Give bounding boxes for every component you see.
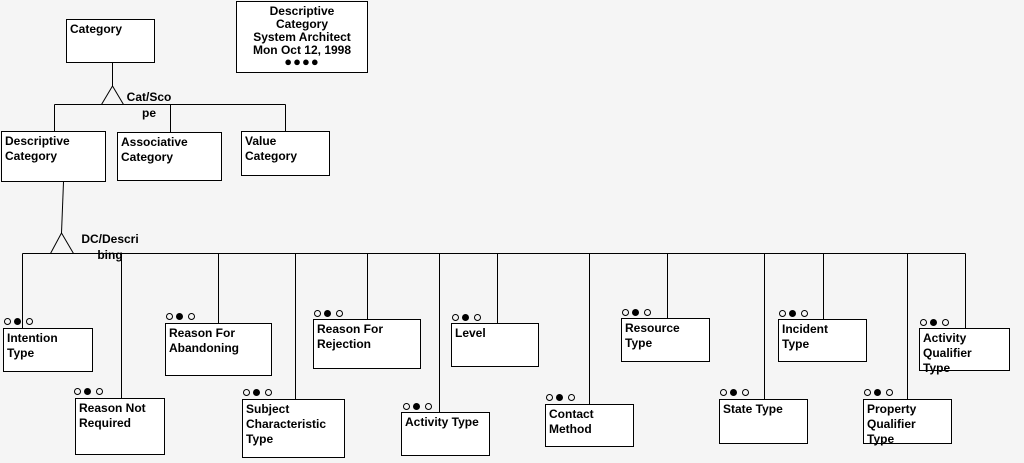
open-circle-icon xyxy=(188,313,195,320)
open-circle-icon xyxy=(314,310,321,317)
entity-box-activity-qualifier-type[interactable]: Activity Qualifier Type xyxy=(919,328,1010,375)
entity-box-reason-not-required[interactable]: Reason Not Required xyxy=(75,398,165,455)
open-circle-icon xyxy=(452,314,459,321)
cardinality-markers xyxy=(166,313,198,321)
open-circle-icon xyxy=(942,319,949,326)
entity-label: Value Category xyxy=(245,134,298,163)
open-circle-icon xyxy=(26,318,33,325)
entity-box-activity-type[interactable]: Activity Type xyxy=(401,412,490,456)
open-circle-icon xyxy=(920,319,927,326)
entity-label: Descriptive Category xyxy=(5,134,70,163)
entity-label: Resource Type xyxy=(625,321,680,350)
entity-box-resource-type[interactable]: Resource Type xyxy=(621,318,710,362)
cardinality-markers xyxy=(622,309,654,317)
cardinality-markers xyxy=(920,319,952,327)
cardinality-markers xyxy=(452,314,484,322)
diagram-title-block: Descriptive Category System Architect Mo… xyxy=(236,1,368,73)
open-circle-icon xyxy=(644,309,651,316)
entity-label: Associative Category xyxy=(121,135,188,164)
filled-circle-icon xyxy=(84,388,91,395)
filled-circle-icon xyxy=(930,319,937,326)
entity-label: Incident Type xyxy=(782,322,829,351)
open-circle-icon xyxy=(546,394,553,401)
entity-label: Subject Characteristic Type xyxy=(246,402,327,446)
cardinality-markers xyxy=(403,403,435,411)
open-circle-icon xyxy=(801,310,808,317)
subtype-triangle-icon xyxy=(49,231,75,254)
entity-box-intention-type[interactable]: Intention Type xyxy=(3,328,93,372)
cardinality-markers xyxy=(720,389,752,397)
entity-box-reason-for-rejection[interactable]: Reason For Rejection xyxy=(313,319,421,369)
open-circle-icon xyxy=(243,389,250,396)
cardinality-markers xyxy=(546,394,578,402)
diagram-title-text: Descriptive Category System Architect Mo… xyxy=(252,4,352,57)
filled-circle-icon xyxy=(413,403,420,410)
filled-circle-icon xyxy=(14,318,21,325)
cardinality-markers xyxy=(4,318,36,326)
entity-box-subject-characteristic-type[interactable]: Subject Characteristic Type xyxy=(242,399,345,458)
entity-label: Activity Type xyxy=(405,415,479,429)
entity-box-contact-method[interactable]: Contact Method xyxy=(545,404,634,447)
open-circle-icon xyxy=(622,309,629,316)
entity-label: Category xyxy=(70,22,123,36)
cardinality-markers xyxy=(243,389,275,397)
cardinality-markers xyxy=(864,389,896,397)
entity-label: Contact Method xyxy=(549,407,594,436)
entity-box-reason-for-abandoning[interactable]: Reason For Abandoning xyxy=(165,323,272,376)
title-dots-icon: ●●●● xyxy=(284,54,320,69)
relationship-label-dc-describing: DC/Descri bing xyxy=(81,232,139,262)
entity-label: Level xyxy=(455,326,486,340)
filled-circle-icon xyxy=(462,314,469,321)
open-circle-icon xyxy=(403,403,410,410)
open-circle-icon xyxy=(474,314,481,321)
entity-box-property-qualifier-type[interactable]: Property Qualifier Type xyxy=(863,399,952,446)
filled-circle-icon xyxy=(556,394,563,401)
filled-circle-icon xyxy=(874,389,881,396)
filled-circle-icon xyxy=(632,309,639,316)
open-circle-icon xyxy=(74,388,81,395)
entity-label: Activity Qualifier Type xyxy=(923,331,972,375)
open-circle-icon xyxy=(779,310,786,317)
entity-label: Reason For Rejection xyxy=(317,322,384,351)
entity-box-category[interactable]: Category xyxy=(66,19,155,63)
entity-box-descriptive-category[interactable]: Descriptive Category xyxy=(1,131,106,182)
cardinality-markers xyxy=(779,310,811,318)
open-circle-icon xyxy=(425,403,432,410)
cardinality-markers xyxy=(314,310,346,318)
open-circle-icon xyxy=(4,318,11,325)
entity-box-level[interactable]: Level xyxy=(451,323,539,367)
open-circle-icon xyxy=(720,389,727,396)
entity-box-associative-category[interactable]: Associative Category xyxy=(117,132,222,181)
entity-label: Reason For Abandoning xyxy=(169,326,239,355)
entity-label: Property Qualifier Type xyxy=(867,402,917,446)
filled-circle-icon xyxy=(730,389,737,396)
entity-box-incident-type[interactable]: Incident Type xyxy=(778,319,867,362)
filled-circle-icon xyxy=(176,313,183,320)
open-circle-icon xyxy=(96,388,103,395)
cardinality-markers xyxy=(74,388,106,396)
filled-circle-icon xyxy=(324,310,331,317)
relationship-label-cat-scope: Cat/Sco pe xyxy=(126,90,172,120)
entity-box-state-type[interactable]: State Type xyxy=(719,399,808,444)
open-circle-icon xyxy=(886,389,893,396)
open-circle-icon xyxy=(166,313,173,320)
filled-circle-icon xyxy=(253,389,260,396)
entity-label: Intention Type xyxy=(7,331,58,360)
open-circle-icon xyxy=(265,389,272,396)
entity-box-value-category[interactable]: Value Category xyxy=(241,131,330,176)
open-circle-icon xyxy=(336,310,343,317)
open-circle-icon xyxy=(568,394,575,401)
filled-circle-icon xyxy=(789,310,796,317)
open-circle-icon xyxy=(742,389,749,396)
open-circle-icon xyxy=(864,389,871,396)
entity-label: State Type xyxy=(723,402,783,416)
entity-label: Reason Not Required xyxy=(79,401,146,430)
